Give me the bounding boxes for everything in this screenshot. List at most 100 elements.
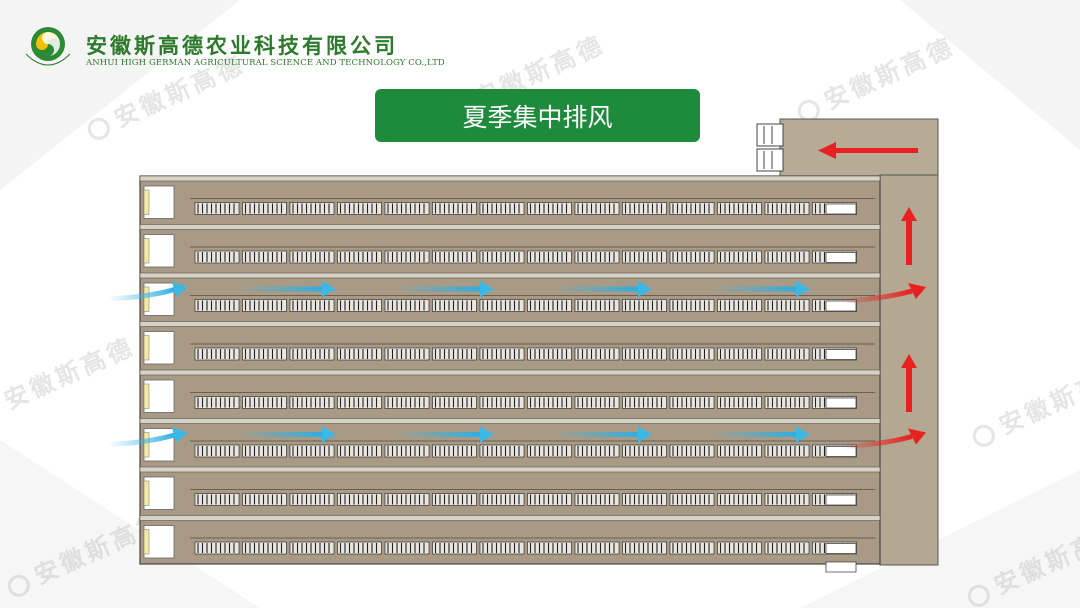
cage-unit — [194, 347, 240, 361]
company-name-en: ANHUI HIGH GERMAN AGRICULTURAL SCIENCE A… — [86, 58, 445, 68]
cage-unit — [669, 444, 715, 458]
tier-floor — [139, 224, 881, 230]
intake-arrow-icon — [238, 281, 336, 297]
cage-frame — [337, 299, 382, 312]
cage-unit — [574, 347, 620, 361]
cage-unit — [574, 541, 620, 555]
cage-frame — [574, 250, 620, 264]
intake-arrow-icon — [712, 426, 810, 443]
cage-frame — [574, 396, 620, 409]
cage-frame — [717, 444, 762, 458]
cage-frame — [717, 541, 762, 555]
arrow-shaft — [107, 432, 177, 447]
cage-frame — [622, 299, 667, 312]
cage-frame — [622, 347, 667, 361]
cage-frame — [432, 396, 477, 409]
upward-arrow-icon — [901, 207, 917, 265]
cage-frame — [527, 347, 572, 361]
cage-frame — [432, 202, 477, 215]
cage-frame — [242, 444, 287, 458]
cage-unit — [432, 444, 477, 458]
cage-frame — [622, 493, 667, 506]
cage-unit — [717, 493, 762, 506]
cage-frame — [669, 541, 715, 555]
arrow-shaft — [554, 432, 640, 437]
cage-frame — [289, 493, 335, 506]
cage-unit — [289, 396, 335, 409]
cage-frame — [527, 202, 572, 215]
cage-frame — [337, 541, 382, 555]
cage-unit — [764, 541, 810, 555]
cage-unit — [479, 444, 525, 458]
cage-unit — [384, 347, 430, 361]
inlet-flap — [143, 189, 150, 215]
cage-unit — [764, 202, 810, 215]
cage-frame — [289, 541, 335, 555]
cage-unit — [717, 299, 762, 312]
cage-unit — [574, 444, 620, 458]
cage-unit — [527, 202, 572, 215]
cage-frame — [384, 347, 430, 361]
cage-frame — [717, 202, 762, 215]
cage-unit — [764, 299, 810, 312]
cage-frame — [242, 299, 287, 312]
tier-floor — [139, 175, 881, 182]
cage-unit — [242, 347, 287, 361]
cage-unit — [574, 202, 620, 215]
cage-unit — [289, 493, 335, 506]
cage-unit — [622, 396, 667, 409]
cage-unit — [194, 444, 240, 458]
exhaust-hood — [825, 252, 857, 263]
tier-floor — [139, 515, 881, 521]
cage-unit — [432, 493, 477, 506]
title-banner: 夏季集中排风 — [375, 89, 700, 142]
cage-unit — [527, 396, 572, 409]
exhaust-hood — [825, 543, 857, 554]
cage-unit — [574, 299, 620, 312]
cage-frame — [622, 250, 667, 264]
cage-frame — [432, 444, 477, 458]
cage-frame — [337, 347, 382, 361]
cage-unit — [337, 444, 382, 458]
inlet-flap — [143, 432, 150, 458]
cage-frame — [384, 541, 430, 555]
cage-unit — [384, 493, 430, 506]
arrow-head — [172, 282, 188, 297]
cage-frame — [622, 541, 667, 555]
arrow-shaft — [712, 432, 798, 437]
cage-unit — [242, 396, 287, 409]
cage-frame — [479, 541, 525, 555]
cage-frame — [194, 541, 240, 555]
arrow-head — [901, 207, 917, 221]
cage-frame — [764, 347, 810, 361]
cage-unit — [717, 541, 762, 555]
cage-unit — [622, 493, 667, 506]
cage-unit — [527, 444, 572, 458]
cage-unit — [432, 299, 477, 312]
arrow-head — [322, 426, 336, 443]
inlet-flap — [143, 286, 150, 312]
cage-frame — [432, 347, 477, 361]
left-arrow-icon — [818, 142, 918, 159]
cage-unit — [289, 202, 335, 215]
arrow-shaft — [238, 286, 324, 292]
cage-unit — [764, 250, 810, 264]
arrow-shaft — [554, 286, 640, 292]
cage-frame — [669, 202, 715, 215]
cage-unit — [242, 493, 287, 506]
tier-floor — [139, 321, 881, 327]
cage-unit — [479, 202, 525, 215]
cage-frame — [242, 541, 287, 555]
cage-frame — [384, 299, 430, 312]
cage-frame — [764, 396, 810, 409]
cage-frame — [432, 250, 477, 264]
cage-unit — [194, 299, 240, 312]
fan-icon — [756, 148, 784, 172]
cage-frame — [669, 444, 715, 458]
cage-unit — [337, 396, 382, 409]
cage-frame — [764, 541, 810, 555]
cage-frame — [384, 250, 430, 264]
intake-arrow-icon — [396, 281, 494, 297]
cage-unit — [669, 347, 715, 361]
intake-arrow-icon — [712, 281, 810, 297]
